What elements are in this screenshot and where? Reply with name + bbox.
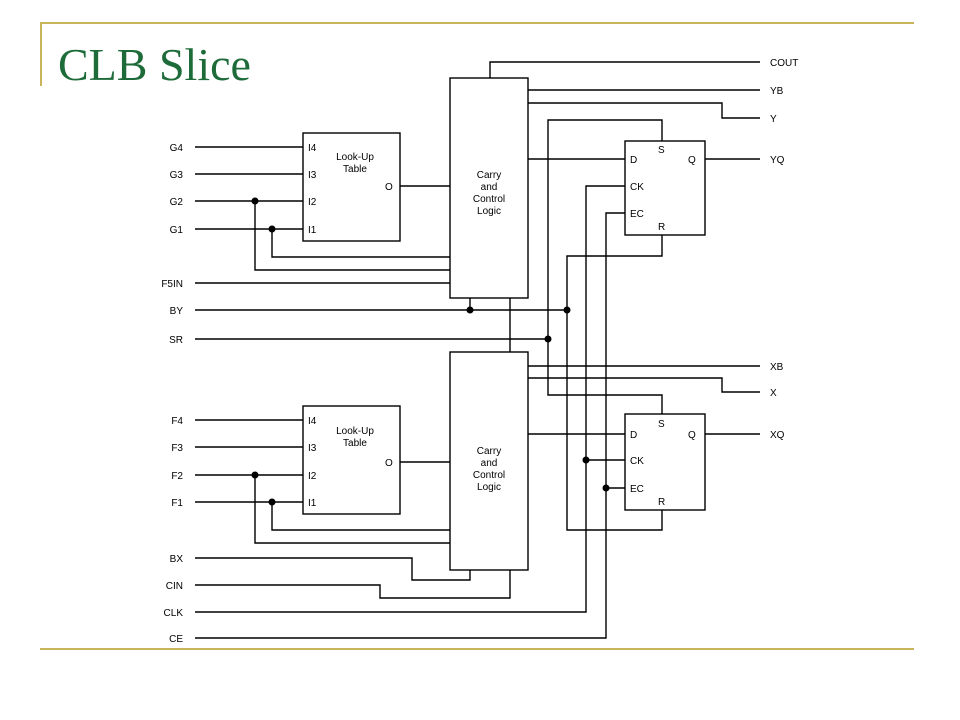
input-f1: F1 (171, 498, 183, 509)
input-f4: F4 (171, 416, 183, 427)
carry-line4: Logic (477, 482, 501, 493)
lower-wiring (195, 310, 760, 639)
lut-pin-i1: I1 (308, 225, 317, 236)
output-labels: COUT YB Y YQ XB X XQ (770, 58, 798, 441)
lut-lower (302, 405, 401, 515)
input-g4: G4 (170, 143, 184, 154)
ff-pin-s: S (658, 419, 665, 430)
lut-pin-i2: I2 (308, 197, 317, 208)
lut-pin-i1: I1 (308, 498, 317, 509)
output-cout: COUT (770, 58, 798, 69)
ff-pin-ck: CK (630, 456, 644, 467)
input-sr: SR (169, 335, 183, 346)
input-g2: G2 (170, 197, 184, 208)
carry-line3: Control (473, 470, 505, 481)
lut-title-line2: Table (343, 164, 367, 175)
carry-line2: and (481, 458, 498, 469)
lut-pin-i4: I4 (308, 143, 317, 154)
carry-logic-upper (449, 77, 529, 299)
ff-pin-q: Q (688, 430, 696, 441)
lut-pin-i3: I3 (308, 443, 317, 454)
input-f5in: F5IN (161, 279, 183, 290)
lut-upper (302, 132, 401, 242)
bottom-rule (40, 648, 914, 650)
lut-lower-labels: I4 I3 I2 I1 O Look-Up Table (308, 416, 393, 509)
input-f2: F2 (171, 471, 183, 482)
ff-pin-s: S (658, 145, 665, 156)
carry-logic-lower (449, 351, 529, 571)
lut-title-line1: Look-Up (336, 152, 374, 163)
lut-pin-i2: I2 (308, 471, 317, 482)
input-labels: G4 G3 G2 G1 F5IN BY SR F4 F3 F2 F1 BX CI… (161, 143, 183, 645)
lut-pin-i3: I3 (308, 170, 317, 181)
output-yq: YQ (770, 155, 785, 166)
carry-line4: Logic (477, 206, 501, 217)
top-rule (40, 22, 914, 24)
ff-pin-d: D (630, 155, 637, 166)
lut-title-line1: Look-Up (336, 426, 374, 437)
ff-pin-q: Q (688, 155, 696, 166)
output-y: Y (770, 114, 777, 125)
flip-flop-upper (624, 140, 706, 236)
ff-pin-ec: EC (630, 209, 644, 220)
lut-pin-o: O (385, 182, 393, 193)
slide-title: CLB Slice (58, 39, 251, 90)
input-cin: CIN (166, 581, 183, 592)
carry-line3: Control (473, 194, 505, 205)
ff-pin-r: R (658, 222, 665, 233)
input-bx: BX (170, 554, 184, 565)
ff-pin-ec: EC (630, 484, 644, 495)
input-by: BY (170, 306, 184, 317)
ff-pin-r: R (658, 497, 665, 508)
lut-pin-o: O (385, 458, 393, 469)
carry-line1: Carry (477, 446, 501, 457)
input-ce: CE (169, 634, 183, 645)
carry-upper-labels: Carry and Control Logic (473, 170, 505, 217)
output-x: X (770, 388, 777, 399)
input-g3: G3 (170, 170, 184, 181)
upper-wiring (195, 61, 760, 488)
carry-line2: and (481, 182, 498, 193)
lut-pin-i4: I4 (308, 416, 317, 427)
carry-lower-labels: Carry and Control Logic (473, 446, 505, 493)
carry-line1: Carry (477, 170, 501, 181)
ff-upper-labels: D S Q CK EC R (630, 145, 696, 233)
ff-pin-ck: CK (630, 182, 644, 193)
junction-dots (251, 197, 610, 506)
lut-title-line2: Table (343, 438, 367, 449)
output-yb: YB (770, 86, 784, 97)
flip-flop-lower (624, 413, 706, 511)
ff-pin-d: D (630, 430, 637, 441)
input-clk: CLK (164, 608, 184, 619)
left-rule (40, 22, 42, 86)
output-xq: XQ (770, 430, 785, 441)
input-g1: G1 (170, 225, 184, 236)
lut-upper-labels: I4 I3 I2 I1 O Look-Up Table (308, 143, 393, 236)
ff-lower-labels: D S Q CK EC R (630, 419, 696, 508)
input-f3: F3 (171, 443, 183, 454)
output-xb: XB (770, 362, 784, 373)
